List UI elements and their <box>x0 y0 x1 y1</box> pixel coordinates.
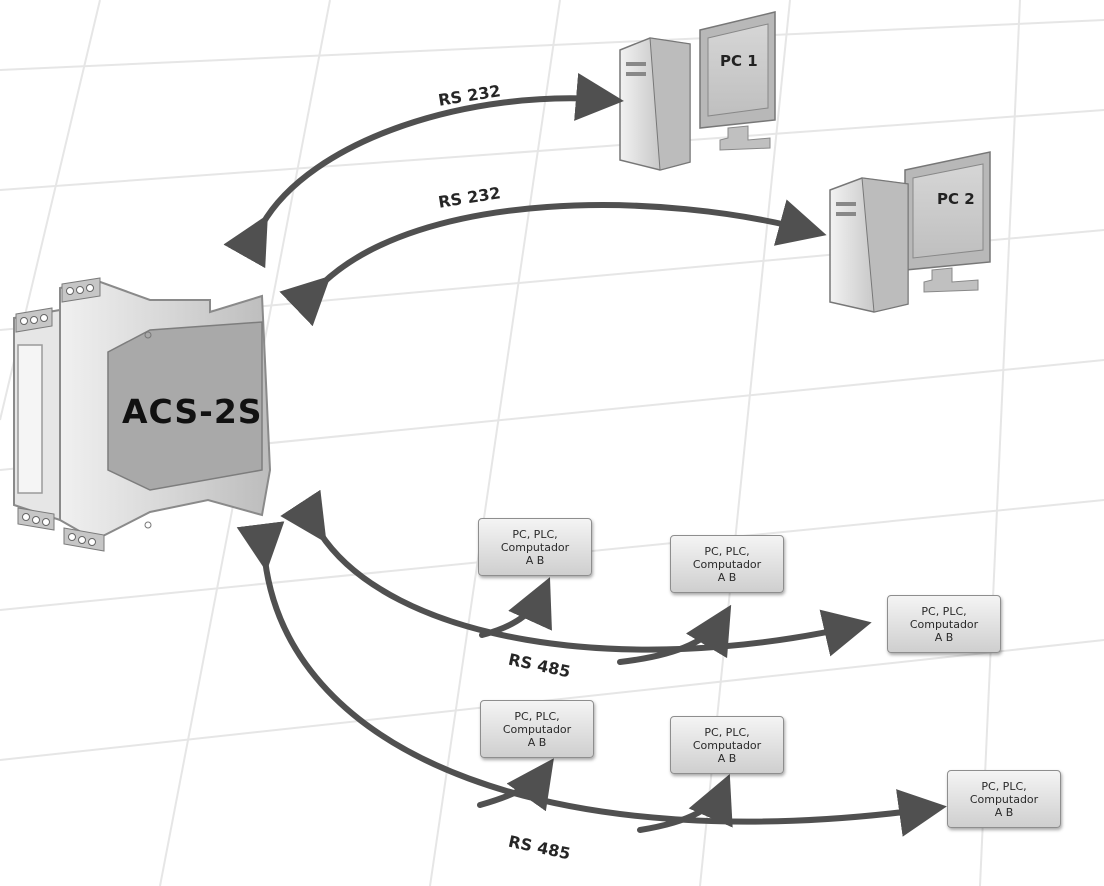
node-line-2: Computador <box>692 738 762 752</box>
node-line-3: A B <box>525 553 545 567</box>
node-line-1: PC, PLC, <box>921 604 967 618</box>
bus-2-branch-2 <box>637 773 733 833</box>
node-line-1: PC, PLC, <box>981 779 1027 793</box>
pc-1-label: PC 1 <box>720 52 758 70</box>
node-plc: PC, PLC, Computador A B <box>478 518 592 576</box>
node-line-1: PC, PLC, <box>512 527 558 541</box>
node-line-2: Computador <box>500 540 570 554</box>
node-line-3: A B <box>717 751 737 765</box>
node-line-3: A B <box>717 570 737 584</box>
node-plc: PC, PLC, Computador A B <box>480 700 594 758</box>
link-rs232-pc2 <box>279 199 827 327</box>
node-plc: PC, PLC, Computador A B <box>670 535 784 593</box>
bus-1-branch-2 <box>617 604 732 665</box>
node-line-2: Computador <box>502 722 572 736</box>
bus-2-branch-1 <box>477 758 554 812</box>
node-line-1: PC, PLC, <box>704 725 750 739</box>
pc-1-computer <box>619 11 776 171</box>
link-rs485-bus-2 <box>236 521 947 837</box>
node-plc: PC, PLC, Computador A B <box>670 716 784 774</box>
node-line-3: A B <box>527 735 547 749</box>
node-line-1: PC, PLC, <box>514 709 560 723</box>
bus-1-branch-1 <box>479 577 552 638</box>
device-name: ACS-2S <box>122 392 263 431</box>
node-line-2: Computador <box>969 792 1039 806</box>
node-line-2: Computador <box>692 557 762 571</box>
acs-device <box>13 277 272 552</box>
node-line-3: A B <box>934 630 954 644</box>
link-rs232-pc1 <box>223 73 624 269</box>
pc-2-label: PC 2 <box>937 190 975 208</box>
node-line-3: A B <box>994 805 1014 819</box>
node-line-1: PC, PLC, <box>704 544 750 558</box>
pc-2-computer <box>829 151 991 313</box>
node-line-2: Computador <box>909 617 979 631</box>
node-plc: PC, PLC, Computador A B <box>887 595 1001 653</box>
node-plc: PC, PLC, Computador A B <box>947 770 1061 828</box>
connection-arrows <box>223 73 947 837</box>
